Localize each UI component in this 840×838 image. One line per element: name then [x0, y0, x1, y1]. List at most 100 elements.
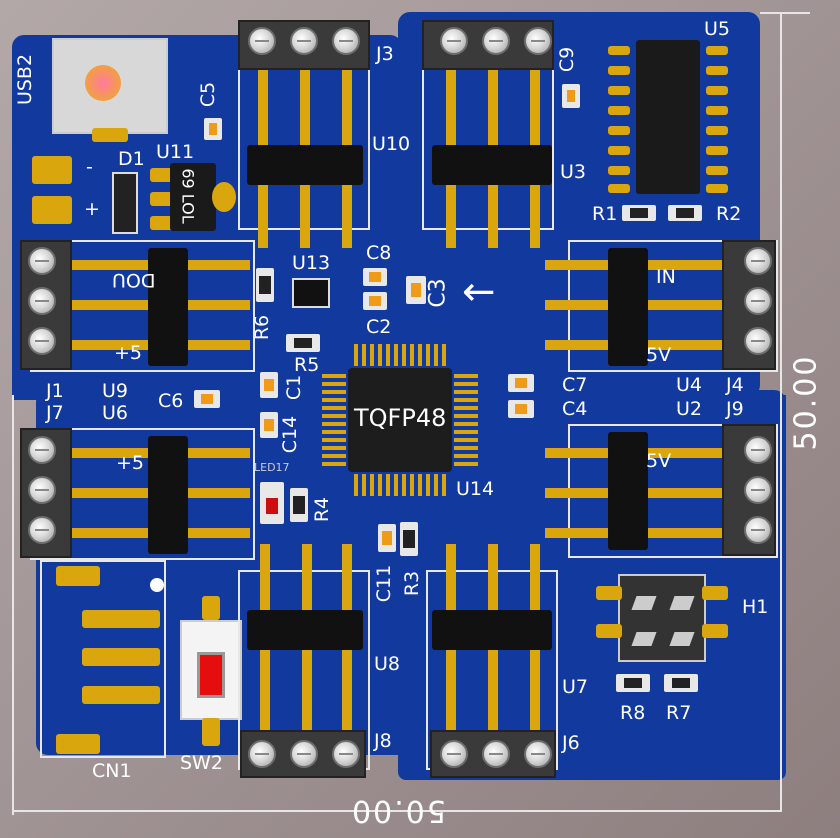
u5-pad-r4 — [706, 106, 728, 115]
j7-header — [148, 436, 188, 554]
cn1-pad-2 — [82, 648, 160, 666]
j9-screw-2[interactable] — [744, 476, 772, 504]
in-label: IN — [656, 266, 676, 288]
r1-label: R1 — [592, 203, 618, 225]
u5-pad-l5 — [608, 126, 630, 135]
sv-top-label: 5V — [646, 344, 672, 366]
minus-label: - — [86, 156, 93, 178]
j6-screw-2[interactable] — [482, 740, 510, 768]
tqfp48-pins-left — [322, 374, 346, 466]
r5-resistor — [286, 334, 320, 352]
c2-label: C2 — [366, 316, 392, 338]
power-pad-plus — [32, 196, 72, 224]
j9-screw-1[interactable] — [744, 436, 772, 464]
pcb-board-left-mid — [12, 380, 52, 400]
r4-resistor — [290, 488, 308, 522]
j9-header — [608, 432, 648, 550]
h1-pad-l1 — [596, 586, 622, 600]
c7-capacitor — [508, 374, 534, 392]
u5-pad-r5 — [706, 126, 728, 135]
d1-label: D1 — [118, 148, 145, 170]
u5-pad-l8 — [608, 184, 630, 193]
r3-label: R3 — [401, 570, 424, 597]
u6-label: U6 — [102, 402, 128, 424]
c2-capacitor — [363, 292, 387, 310]
u13-chip — [292, 278, 330, 308]
j5-screw-3[interactable] — [524, 27, 552, 55]
r8-resistor — [616, 674, 650, 692]
j3-screw-2[interactable] — [290, 27, 318, 55]
c14-label: C14 — [279, 415, 302, 454]
r6-label: R6 — [251, 314, 274, 341]
c8-capacitor — [363, 268, 387, 286]
r4-label: R4 — [311, 496, 334, 523]
r2-label: R2 — [716, 203, 742, 225]
u5-pad-l6 — [608, 146, 630, 155]
r7-label: R7 — [666, 702, 692, 724]
sv-bot-label: 5V — [646, 450, 672, 472]
j8-header — [247, 610, 363, 650]
j3-screw-1[interactable] — [248, 27, 276, 55]
c4-label: C4 — [562, 398, 588, 420]
cn1-pad-3 — [82, 686, 160, 704]
cn1-label: CN1 — [92, 760, 132, 782]
sw2-label: SW2 — [180, 752, 223, 774]
r6-resistor — [256, 268, 274, 302]
cn1-pad-1 — [82, 610, 160, 628]
u14-label: U14 — [456, 478, 495, 500]
j4-header — [608, 248, 648, 366]
u5-pad-r3 — [706, 86, 728, 95]
j5-screw-1[interactable] — [440, 27, 468, 55]
tqfp48-pins-right — [454, 374, 478, 466]
r8-label: R8 — [620, 702, 646, 724]
j5-screw-2[interactable] — [482, 27, 510, 55]
j6-screw-3[interactable] — [524, 740, 552, 768]
led17-label: LED17 — [254, 461, 290, 474]
dout-label: DOU — [112, 269, 156, 291]
dimension-right-top-tick — [760, 12, 810, 14]
h1-header — [618, 574, 706, 662]
j9-label: J9 — [726, 398, 744, 420]
j3-label: J3 — [376, 43, 394, 65]
cn1-hole — [150, 578, 164, 592]
j9-screw-3[interactable] — [744, 516, 772, 544]
usb2-led-glow — [85, 65, 121, 101]
j6-label: J6 — [562, 732, 580, 754]
j6-header — [432, 610, 552, 650]
c9-label: C9 — [556, 46, 579, 73]
c9-capacitor — [562, 84, 580, 108]
j8-screw-1[interactable] — [248, 740, 276, 768]
j1-screw-1[interactable] — [28, 247, 56, 275]
led17-die — [266, 498, 278, 514]
u9-label: U9 — [102, 380, 128, 402]
r5-label: R5 — [294, 354, 320, 376]
c1-capacitor — [260, 372, 278, 398]
j3-screw-3[interactable] — [332, 27, 360, 55]
j7-screw-3[interactable] — [28, 516, 56, 544]
u10-label: U10 — [372, 133, 411, 155]
j6-screw-1[interactable] — [440, 740, 468, 768]
j8-screw-2[interactable] — [290, 740, 318, 768]
tqfp48-label: TQFP48 — [354, 404, 447, 432]
sw2-button[interactable] — [197, 652, 225, 698]
j4-screw-1[interactable] — [744, 247, 772, 275]
cn1-pad-top — [56, 566, 100, 586]
c3-capacitor — [406, 276, 426, 304]
u5-pad-l2 — [608, 66, 630, 75]
u3-label: U3 — [560, 161, 586, 183]
sw2-pad-top — [202, 596, 220, 620]
c5-label: C5 — [197, 81, 220, 108]
j8-screw-3[interactable] — [332, 740, 360, 768]
j7-screw-1[interactable] — [28, 436, 56, 464]
d1-diode — [112, 172, 138, 234]
u8-label: U8 — [374, 653, 400, 675]
c5-capacitor — [204, 118, 222, 140]
j4-screw-3[interactable] — [744, 327, 772, 355]
j7-screw-2[interactable] — [28, 476, 56, 504]
j4-screw-2[interactable] — [744, 287, 772, 315]
j1-screw-3[interactable] — [28, 327, 56, 355]
tqfp48-pins-top — [354, 344, 446, 366]
dimension-width-text: 50.00 — [350, 793, 446, 828]
j1-screw-2[interactable] — [28, 287, 56, 315]
h1-label: H1 — [742, 596, 769, 618]
